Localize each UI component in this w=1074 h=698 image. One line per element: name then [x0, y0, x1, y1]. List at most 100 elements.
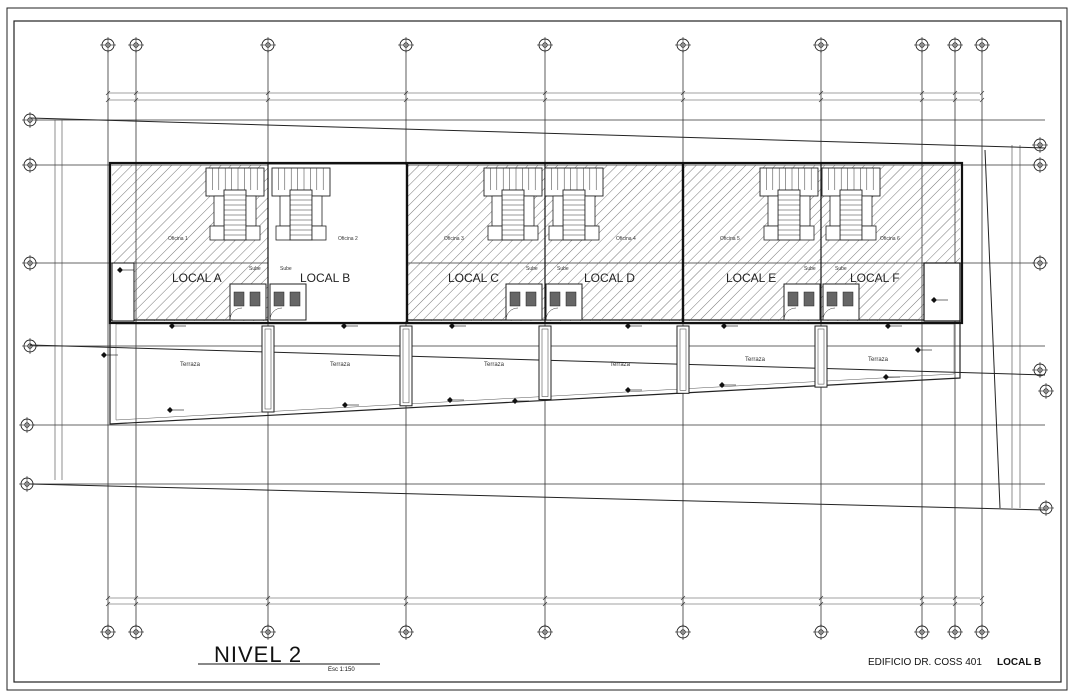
level-marker	[883, 374, 900, 380]
grid-bubble	[675, 37, 691, 53]
level-marker	[447, 397, 464, 403]
sube-label: Sube	[835, 266, 847, 272]
grid-bubble	[974, 624, 990, 640]
terraza-label: Terraza	[745, 357, 766, 363]
grid-bubble	[537, 624, 553, 640]
structural-grid	[19, 37, 1054, 640]
dimension-tick	[919, 601, 925, 607]
level-marker	[169, 323, 186, 329]
dimension-tick	[919, 595, 925, 601]
level-marker	[625, 323, 642, 329]
local-label: LOCAL E	[726, 271, 776, 285]
scale-label: Esc 1:150	[328, 667, 355, 673]
terraza-label: Terraza	[484, 362, 505, 368]
grid-bubble	[1032, 137, 1048, 153]
restroom	[783, 283, 821, 321]
dimension-tick	[979, 90, 985, 96]
level-marker	[341, 323, 358, 329]
dimension-tick	[133, 90, 139, 96]
grid-bubble	[914, 624, 930, 640]
dimension-tick	[979, 97, 985, 103]
grid-bubble	[1032, 255, 1048, 271]
level-marker	[915, 347, 932, 353]
level-marker	[342, 402, 359, 408]
dimension-tick	[919, 90, 925, 96]
grid-bubble	[947, 37, 963, 53]
grid-bubble	[398, 624, 414, 640]
grid-bubble	[128, 37, 144, 53]
grid-bubble	[1032, 362, 1048, 378]
service-cores	[205, 167, 881, 321]
terraza-label: Terraza	[610, 362, 631, 368]
terraza-label: Terraza	[868, 357, 889, 363]
local-label: LOCAL F	[850, 271, 900, 285]
restroom	[545, 283, 583, 321]
side-annex	[923, 262, 961, 322]
level-marker	[885, 323, 902, 329]
sube-label: Sube	[249, 266, 261, 272]
dimension-tick	[133, 595, 139, 601]
dimension-tick	[105, 90, 111, 96]
dimension-tick	[265, 97, 271, 103]
property-lines	[29, 117, 1046, 511]
dimension-tick	[105, 97, 111, 103]
dimension-tick	[818, 601, 824, 607]
grid-bubble	[22, 338, 38, 354]
grid-bubble	[22, 157, 38, 173]
grid-bubble	[1038, 500, 1054, 516]
dimension-tick	[680, 97, 686, 103]
grid-bubble	[1038, 383, 1054, 399]
grid-bubble	[813, 624, 829, 640]
office-label: Oficina 5	[720, 236, 740, 242]
grid-bubble	[22, 112, 38, 128]
office-label: Oficina 6	[880, 236, 900, 242]
level-marker	[721, 323, 738, 329]
grid-bubble	[537, 37, 553, 53]
level-marker	[931, 297, 948, 303]
grid-bubble	[128, 624, 144, 640]
terraza-label: Terraza	[330, 362, 351, 368]
dimension-tick	[403, 595, 409, 601]
grid-bubble	[260, 37, 276, 53]
grid-bubble	[100, 37, 116, 53]
level-marker	[101, 352, 118, 358]
sheet-outer-border	[6, 7, 1068, 691]
grid-bubble	[947, 624, 963, 640]
dimension-tick	[542, 595, 548, 601]
dimension-tick	[133, 601, 139, 607]
dimension-tick	[818, 90, 824, 96]
dimension-tick	[265, 90, 271, 96]
grid-bubble	[914, 37, 930, 53]
dimension-tick	[919, 97, 925, 103]
dimension-tick	[542, 601, 548, 607]
dimension-tick	[952, 595, 958, 601]
dimension-tick	[952, 601, 958, 607]
grid-bubble	[974, 37, 990, 53]
stair	[483, 167, 543, 241]
terrace-column	[399, 325, 413, 407]
dimension-tick	[680, 601, 686, 607]
dimension-tick	[403, 90, 409, 96]
level-marker	[167, 407, 184, 413]
office-label: Oficina 2	[338, 236, 358, 242]
terrace-slab-inner	[115, 323, 955, 421]
grid-bubble	[22, 255, 38, 271]
dimension-tick	[403, 97, 409, 103]
terrace-column	[538, 325, 552, 401]
stair	[821, 167, 881, 241]
terrace-column	[676, 325, 690, 394]
stair	[205, 167, 265, 241]
level-marker	[117, 267, 134, 273]
dimension-tick	[542, 90, 548, 96]
stair	[271, 167, 331, 241]
dimension-tick	[403, 601, 409, 607]
restroom	[269, 283, 307, 321]
restroom	[229, 283, 267, 321]
terrace-column	[814, 325, 828, 388]
dimension-tick	[818, 97, 824, 103]
local-label: LOCAL D	[584, 271, 635, 285]
dimension-tick	[818, 595, 824, 601]
building-outline	[108, 161, 964, 325]
